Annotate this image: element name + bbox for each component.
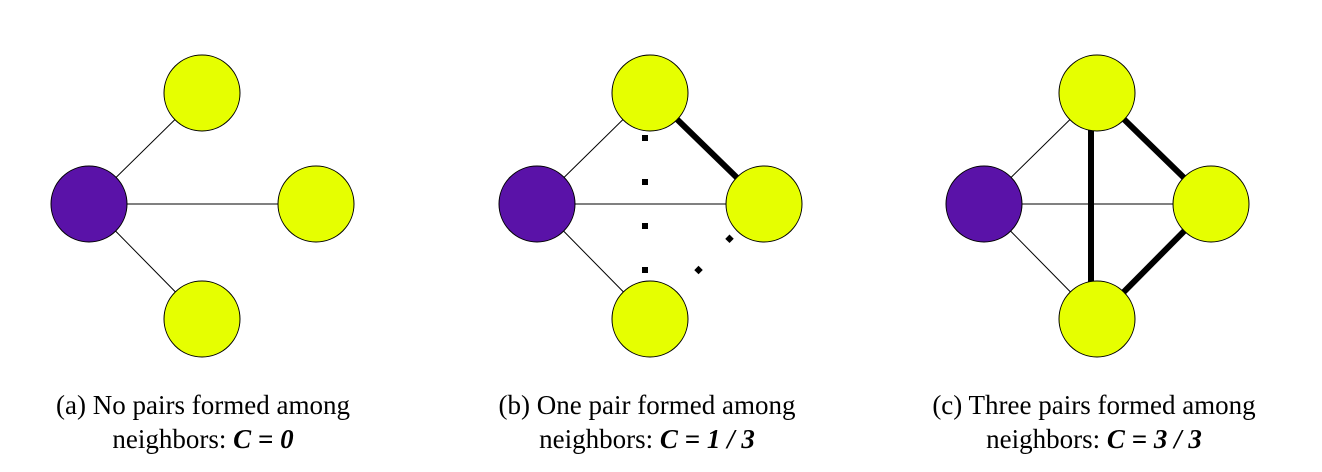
neighbor-node-c-right — [1172, 165, 1250, 243]
spoke-edge-a-bottom — [115, 230, 176, 293]
center-node-b — [498, 165, 576, 243]
caption-c-value: C = 3 / 3 — [1106, 424, 1202, 454]
neighbor-node-c-bottom — [1058, 280, 1136, 358]
caption-b: (b) One pair formed among neighbors: C =… — [437, 388, 857, 456]
neighbor-node-b-right — [725, 165, 803, 243]
caption-c-prefix: neighbors: — [986, 424, 1107, 454]
spoke-edge-b-bottom — [563, 230, 624, 293]
neighbor-node-b-bottom — [611, 280, 689, 358]
neighbor-node-c-top — [1058, 54, 1136, 132]
dotted-link-b-right-bottom — [674, 228, 740, 295]
center-node-c — [945, 165, 1023, 243]
center-node-a — [50, 165, 128, 243]
neighbor-link-c-top-right — [1122, 117, 1186, 180]
caption-a-prefix: neighbors: — [112, 424, 234, 454]
spoke-edge-a-top — [115, 119, 176, 178]
caption-b-line1: (b) One pair formed among — [498, 390, 796, 420]
neighbor-link-c-right-bottom — [1121, 228, 1187, 295]
neighbor-link-b-top-right — [675, 117, 739, 180]
spoke-edge-c-bottom — [1010, 230, 1071, 293]
neighbor-node-a-right — [277, 165, 355, 243]
caption-a: (a) No pairs formed among neighbors: C =… — [0, 388, 413, 456]
neighbor-node-a-bottom — [163, 280, 241, 358]
caption-b-value: C = 1 / 3 — [659, 424, 755, 454]
neighbor-node-a-top — [163, 54, 241, 132]
neighbor-node-b-top — [611, 54, 689, 132]
caption-c-line1: (c) Three pairs formed among — [932, 390, 1256, 420]
caption-a-line1: (a) No pairs formed among — [56, 390, 350, 420]
caption-a-value: C = 0 — [233, 424, 294, 454]
spoke-edge-c-top — [1010, 119, 1071, 178]
spoke-edge-b-top — [563, 119, 624, 178]
caption-b-prefix: neighbors: — [539, 424, 660, 454]
caption-c: (c) Three pairs formed among neighbors: … — [884, 388, 1304, 456]
